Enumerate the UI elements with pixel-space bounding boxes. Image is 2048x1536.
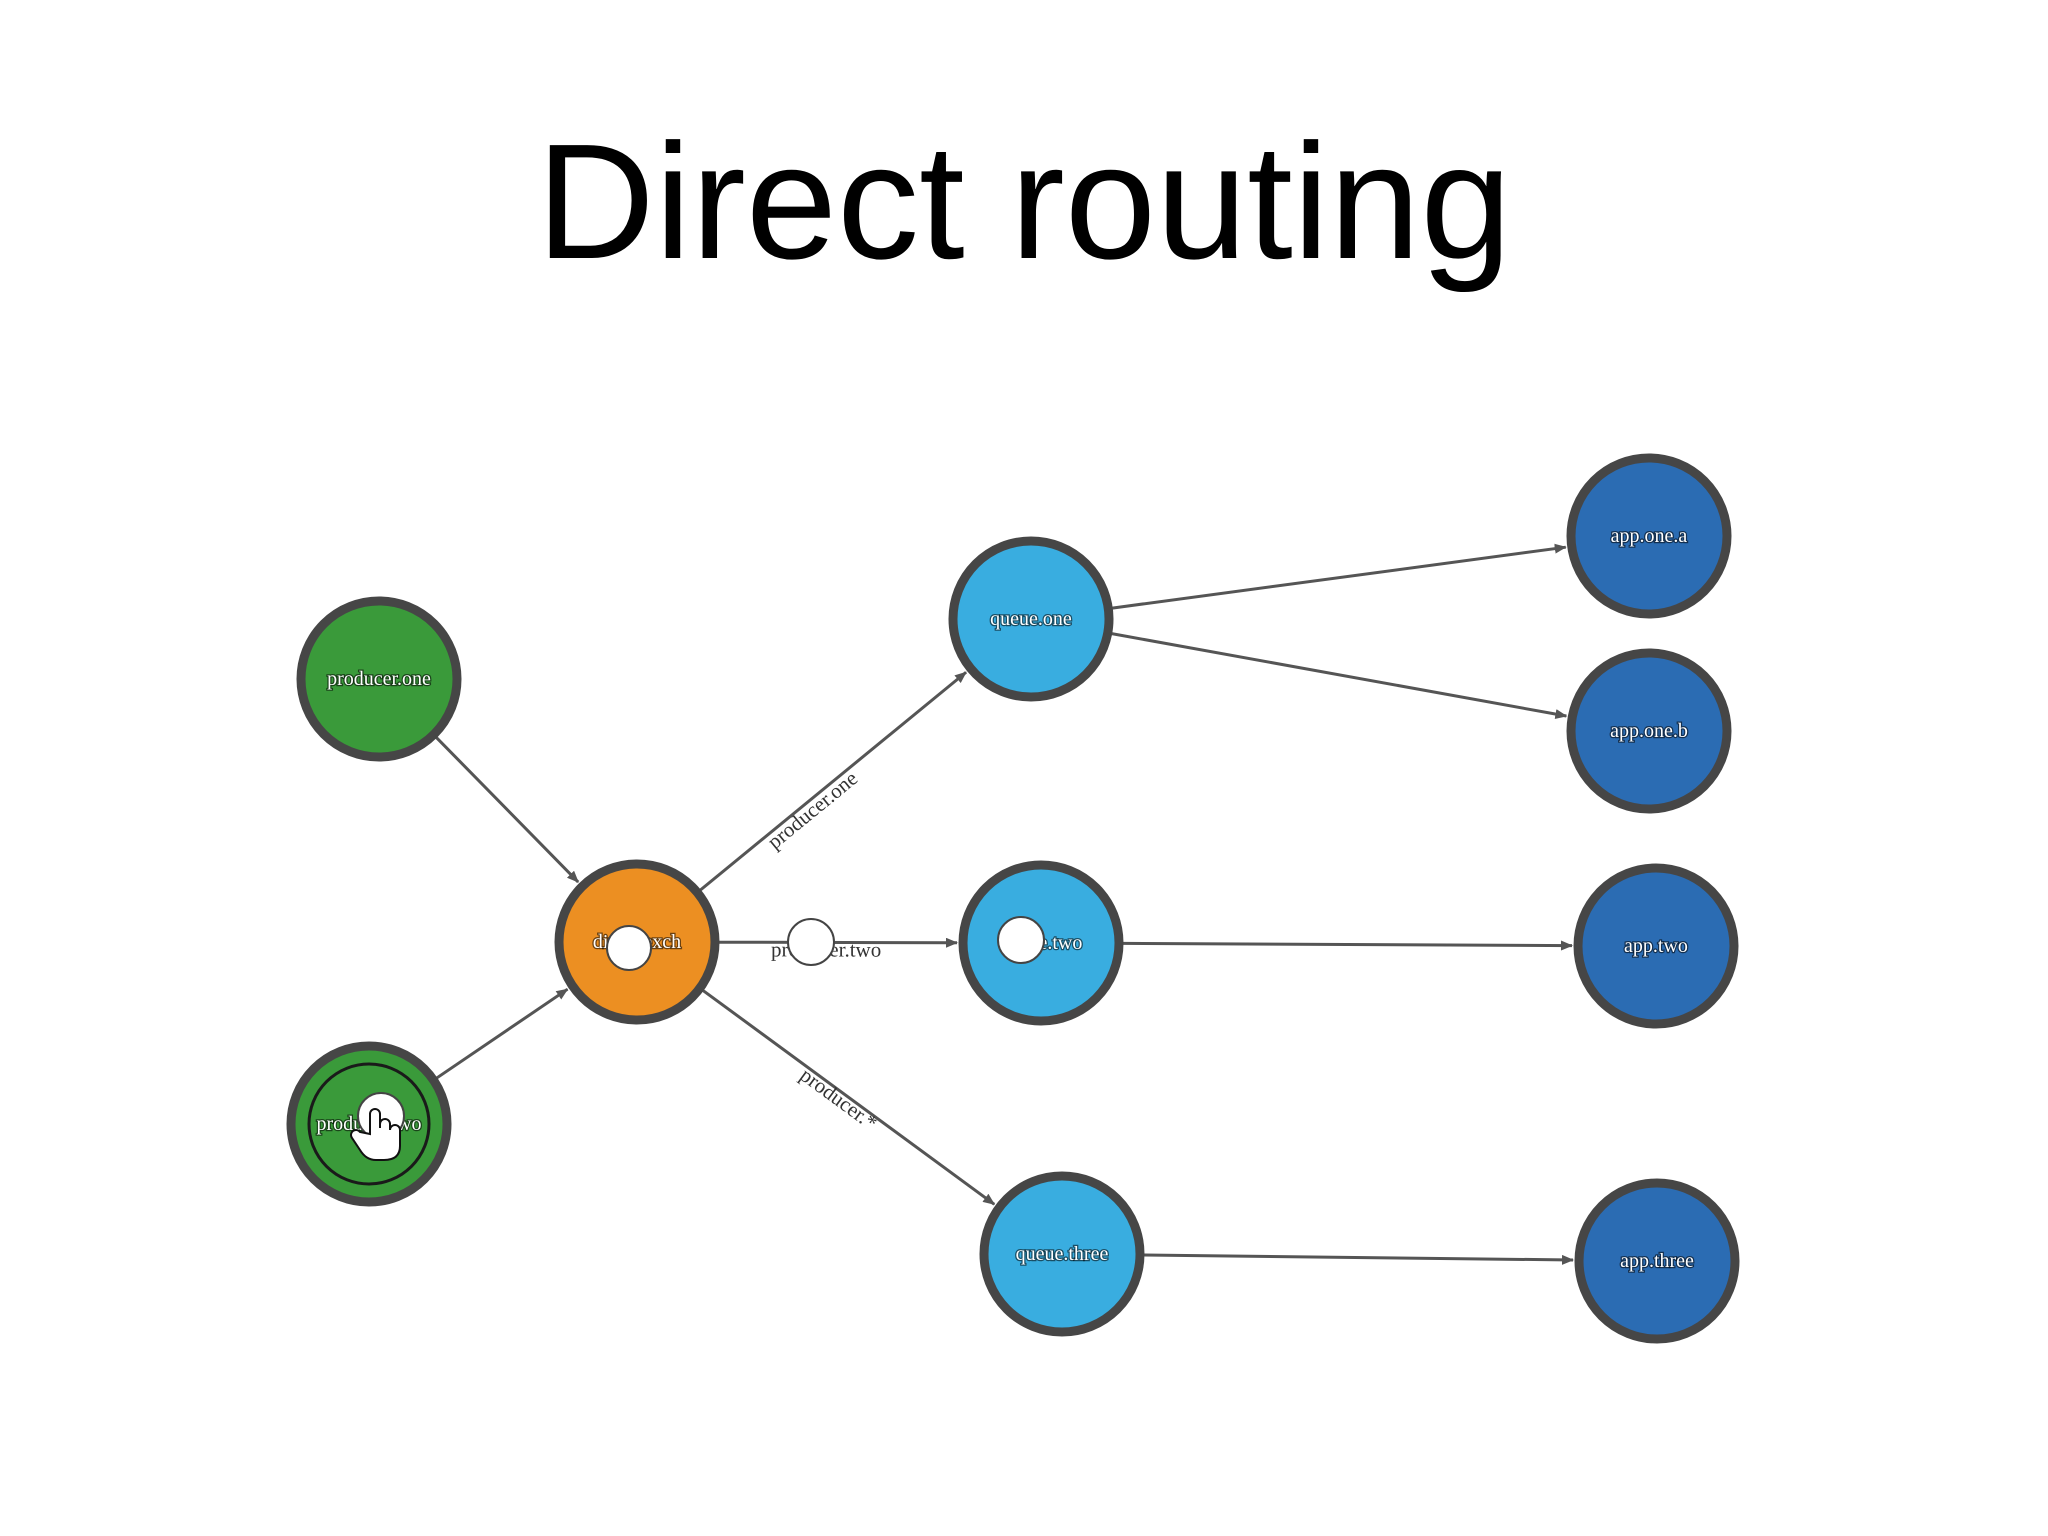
node-label-producer-one: producer.one [327,668,431,690]
edge-direct-exchange-to-queue-two [718,937,959,948]
node-queue-three[interactable]: queue.three [979,1171,1145,1337]
node-label-app-two: app.two [1624,935,1688,957]
edge-producer-one-to-direct-exchange [435,736,580,884]
slide-title: Direct routing [536,110,1512,293]
node-queue-one[interactable]: queue.one [948,536,1114,702]
edge-label-producer-one: producer.one [763,766,863,854]
edge-queue-one-to-app-one-a [1112,543,1567,610]
message-dot-exchange [606,925,652,971]
queue-node-circle[interactable] [948,536,1114,702]
edge-label-producer: producer.* [796,1063,882,1135]
node-app-three[interactable]: app.three [1574,1178,1740,1344]
node-app-two[interactable]: app.two [1573,863,1739,1029]
app-node-circle[interactable] [1574,1178,1740,1344]
edge-queue-one-to-app-one-b [1111,632,1568,719]
edge-producer-two-to-direct-exchange [435,987,569,1080]
node-label-queue-three: queue.three [1016,1243,1109,1265]
node-label-app-one-a: app.one.a [1611,525,1688,547]
app-node-circle[interactable] [1573,863,1739,1029]
node-producer-one[interactable]: producer.one [296,596,462,762]
node-label-queue-one: queue.one [990,608,1072,630]
hand-cursor-icon [350,1108,401,1161]
app-node-circle[interactable] [1566,648,1732,814]
node-label-app-one-b: app.one.b [1610,720,1688,742]
edge-queue-two-to-app-two [1122,940,1574,951]
edge-direct-exchange-to-queue-three [702,989,996,1206]
message-dot-edge [787,918,835,966]
selection-ring [307,1062,431,1186]
edge-queue-three-to-app-three [1143,1253,1575,1265]
node-app-one-b[interactable]: app.one.b [1566,648,1732,814]
queue-node-circle[interactable] [979,1171,1145,1337]
node-label-app-three: app.three [1620,1250,1694,1272]
producer-node-circle[interactable] [296,596,462,762]
node-app-one-a[interactable]: app.one.a [1566,453,1732,619]
message-dot-queue-two [997,916,1045,964]
edge-direct-exchange-to-queue-one [699,671,967,892]
app-node-circle[interactable] [1566,453,1732,619]
